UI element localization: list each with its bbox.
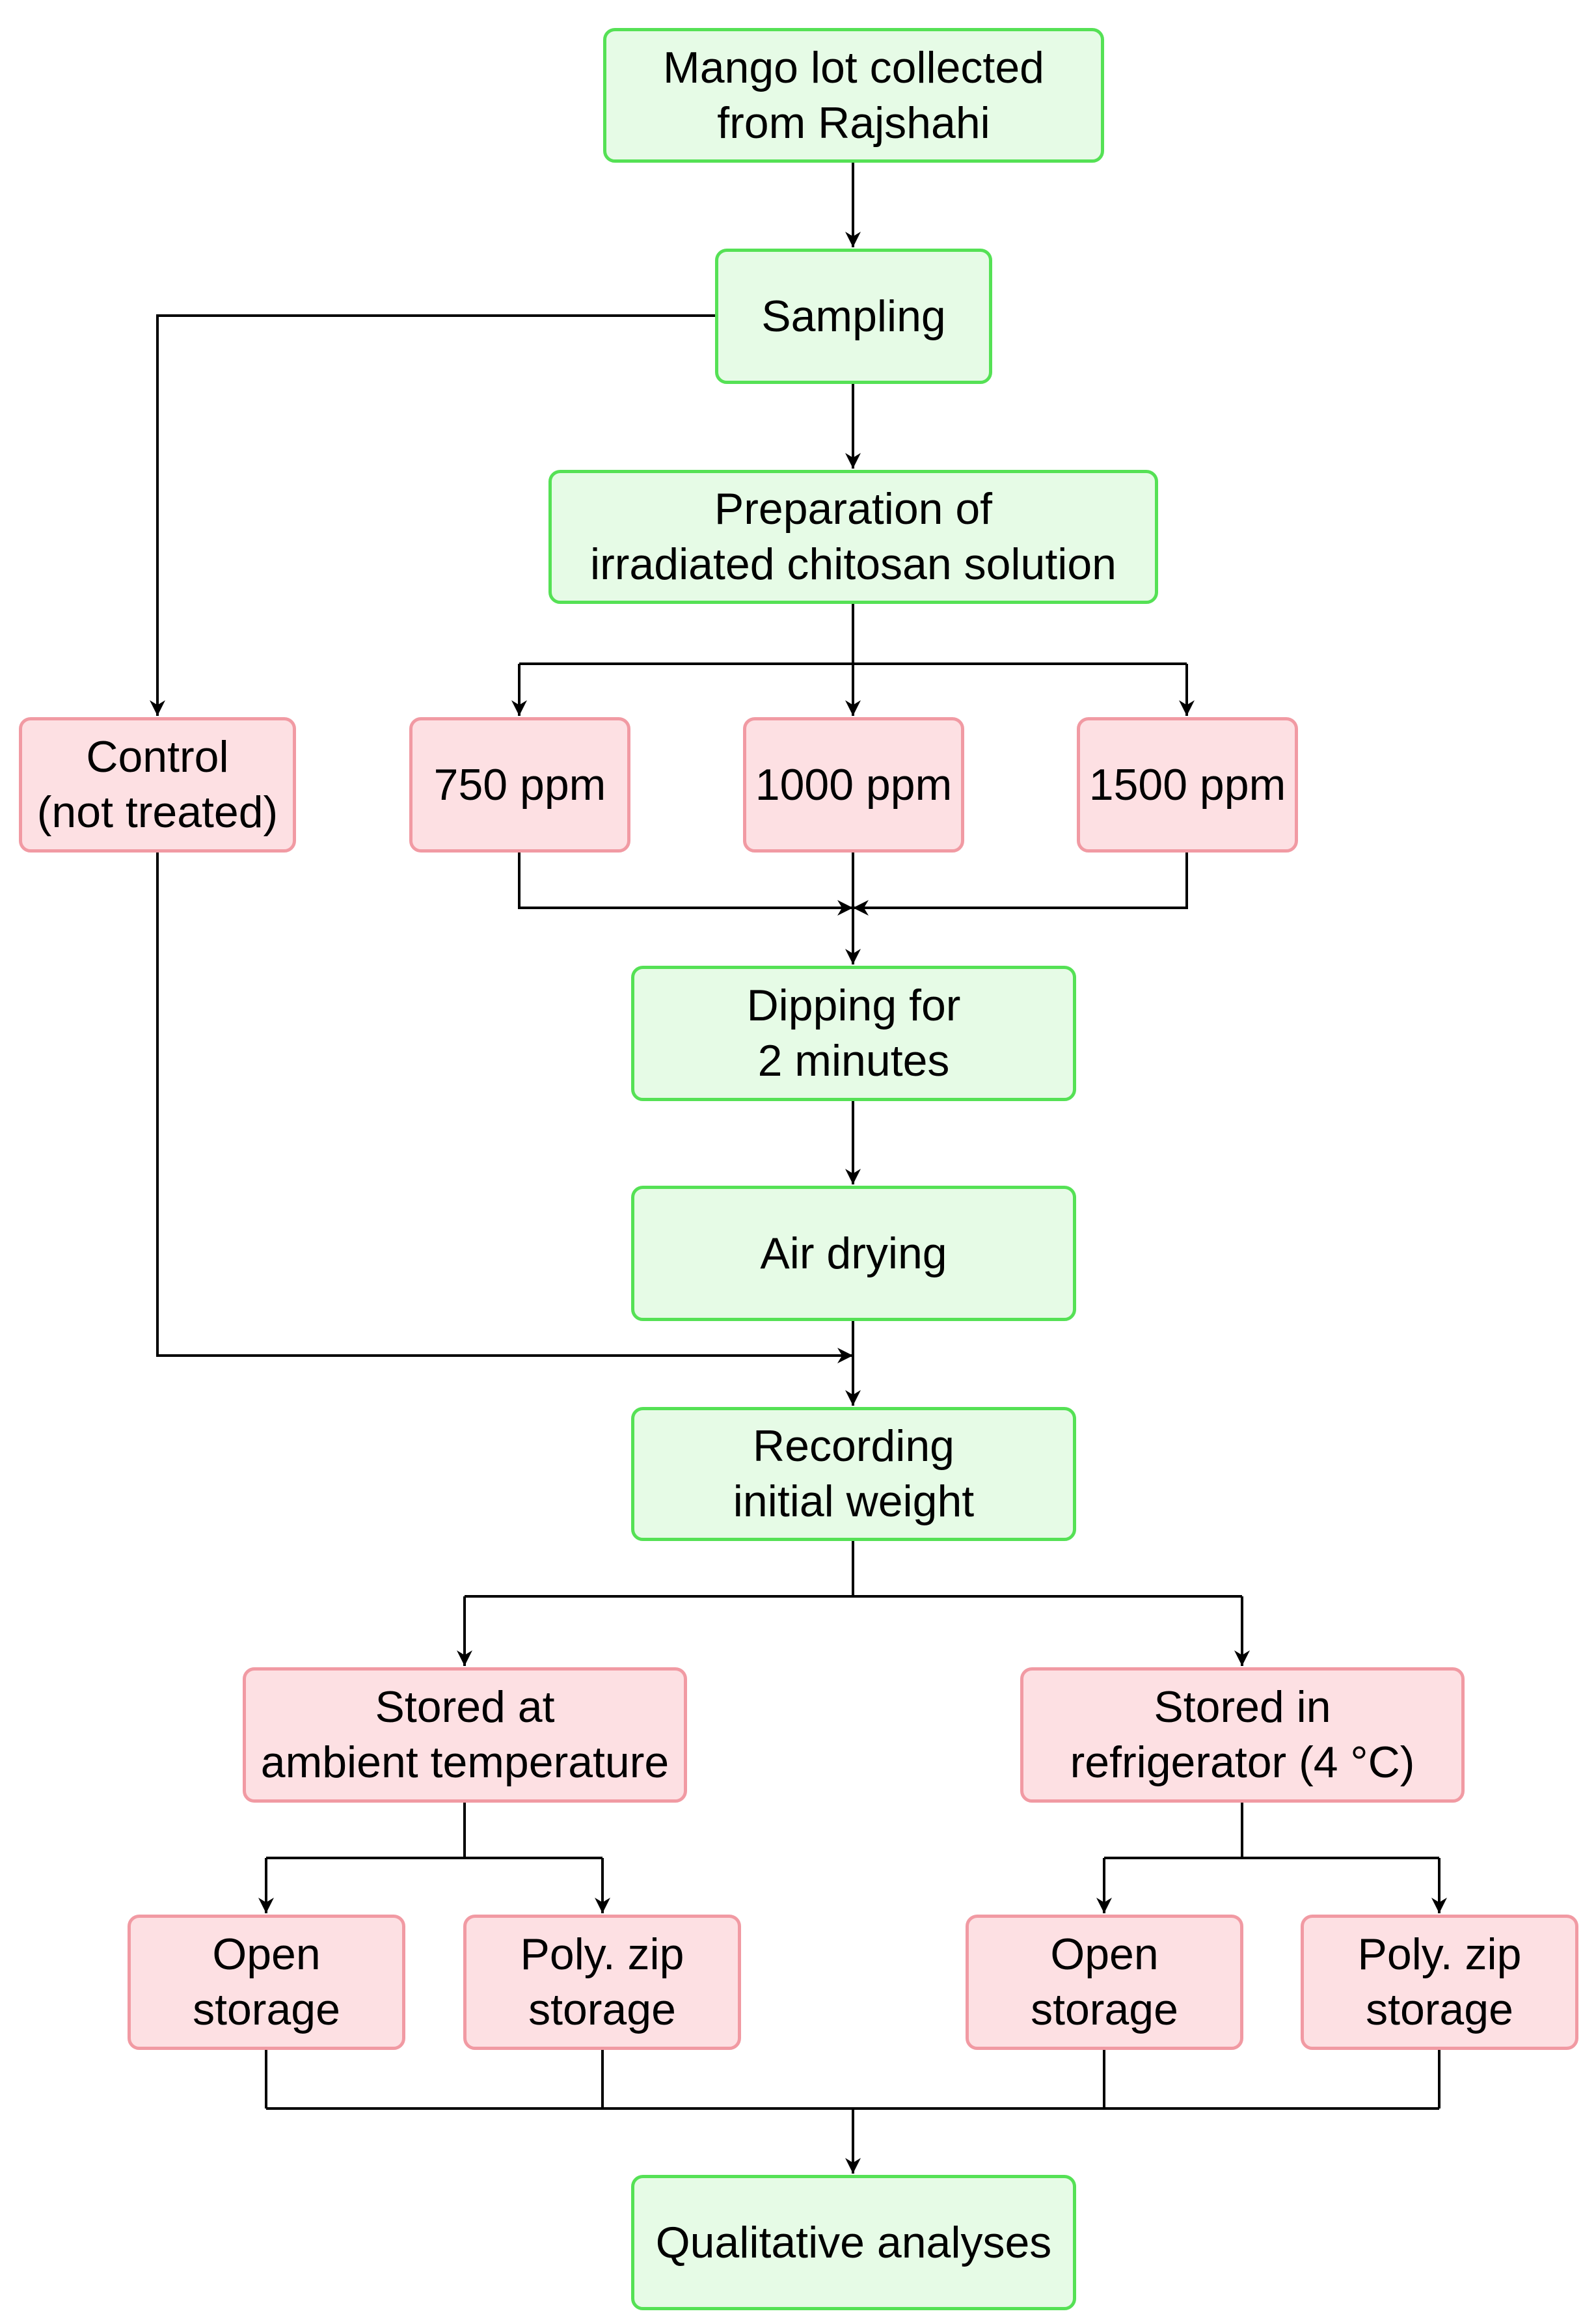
ppm-750-node: 750 ppm <box>409 717 630 853</box>
ambient-open-storage-node: Open storage <box>128 1915 405 2050</box>
ambient-storage-node: Stored at ambient temperature <box>243 1667 687 1803</box>
arrow-control-merge <box>156 853 853 1363</box>
ppm-1000-node: 1000 ppm <box>743 717 964 853</box>
arrow-sampling-to-control <box>150 314 715 716</box>
ambient-zip-storage-node: Poly. zip storage <box>463 1915 741 2050</box>
fridge-zip-storage-node: Poly. zip storage <box>1301 1915 1578 2050</box>
air-drying-node: Air drying <box>631 1186 1076 1321</box>
arrow-1500ppm-merge <box>853 853 1188 916</box>
recording-node: Recording initial weight <box>631 1407 1076 1541</box>
refrigerator-storage-node: Stored in refrigerator (4 °C) <box>1020 1667 1465 1803</box>
dipping-node: Dipping for 2 minutes <box>631 966 1076 1101</box>
arrow-750ppm-merge <box>518 853 853 916</box>
fridge-open-storage-node: Open storage <box>966 1915 1243 2050</box>
ppm-1500-node: 1500 ppm <box>1077 717 1298 853</box>
mango-lot-node: Mango lot collected from Rajshahi <box>603 28 1104 163</box>
control-node: Control (not treated) <box>19 717 296 853</box>
sampling-node: Sampling <box>715 249 992 384</box>
preparation-node: Preparation of irradiated chitosan solut… <box>548 470 1158 604</box>
qualitative-analyses-node: Qualitative analyses <box>631 2175 1076 2310</box>
